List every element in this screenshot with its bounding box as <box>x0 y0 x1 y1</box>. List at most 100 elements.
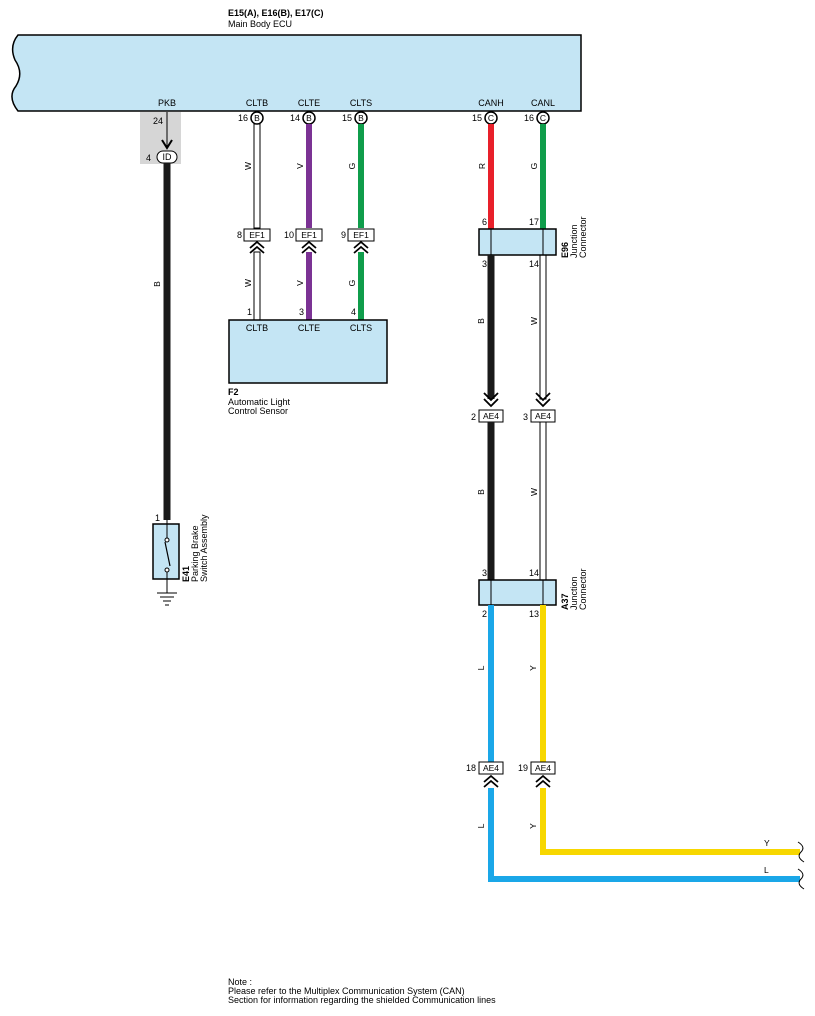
a37-pin-out-h: 2 <box>482 609 487 619</box>
pkb-ecu-pin: 24 <box>153 116 163 126</box>
connector-ef1-clts: 9 EF1 <box>341 228 375 254</box>
ecu-terminal-clts: CLTS <box>350 98 372 108</box>
wire-canl-mid-color-1: W <box>529 317 539 325</box>
connector-ef1-cltb-chevron-icon <box>249 240 265 254</box>
connector-ef1-clts-label: EF1 <box>353 230 369 240</box>
ecu-terminal-canh: CANH <box>478 98 504 108</box>
wire-canh-mid-color-2: B <box>476 489 486 495</box>
wire-clts-color-1: G <box>347 163 357 170</box>
wire-canl-out <box>540 788 800 855</box>
connector-ae4-lower-l-label: AE4 <box>535 763 551 773</box>
e96-name-2: Connector <box>578 216 588 258</box>
wire-pkb-color: B <box>152 281 162 287</box>
connector-ae4-lower-h-label: AE4 <box>483 763 499 773</box>
connector-ef1-clte-label: EF1 <box>301 230 317 240</box>
note-line-2: Section for information regarding the sh… <box>228 995 496 1005</box>
wire-cltb-color-1: W <box>243 162 253 170</box>
sensor-pin-clte: 3 <box>299 307 304 317</box>
ecu-pin-clts-letter: B <box>358 113 364 123</box>
continuation-break-icon <box>797 841 805 890</box>
ecu-codes: E15(A), E16(B), E17(C) <box>228 8 324 18</box>
connector-ae4-upper-l: 3 AE4 <box>523 409 556 423</box>
ecu-pin-clte-letter: B <box>306 113 312 123</box>
ecu-pin-clte-number: 14 <box>290 113 300 123</box>
parking-brake-switch: 1 E41 Parking Brake Switch Assembly <box>152 513 209 606</box>
ecu-terminal-canl: CANL <box>531 98 555 108</box>
wire-canl-low-color-1: Y <box>528 665 538 671</box>
a37-name-1: Junction <box>569 576 579 610</box>
junction-connector-a37: 3 14 2 13 A37 Junction Connector <box>478 568 588 619</box>
wire-canl-low-color-2: Y <box>528 823 538 829</box>
canl-down-chevron-icon <box>535 392 551 408</box>
junction-connector-e96: 6 17 3 14 E96 Junction Connector <box>478 216 588 269</box>
switch-name-1: Parking Brake <box>190 525 200 582</box>
canh-down-chevron-icon <box>483 392 499 408</box>
sensor-terminal-clts: CLTS <box>350 323 372 333</box>
e96-name-1: Junction <box>569 224 579 258</box>
a37-pin-in-h: 3 <box>482 568 487 578</box>
ecu-pin-canl-letter: C <box>540 113 546 123</box>
sensor-pin-clts: 4 <box>351 307 356 317</box>
ecu-box <box>11 34 582 112</box>
a37-name-2: Connector <box>578 568 588 610</box>
wire-clte-color-1: V <box>295 163 305 169</box>
ecu-name: Main Body ECU <box>228 19 292 29</box>
e96-pin-out-h: 3 <box>482 259 487 269</box>
connector-ae4-upper-h-pin: 2 <box>471 412 476 422</box>
e96-pin-in-l: 17 <box>529 217 539 227</box>
switch-code: E41 <box>181 566 191 582</box>
ecu-terminal-cltb: CLTB <box>246 98 268 108</box>
connector-ef1-clte-pin: 10 <box>284 230 294 240</box>
connector-ae4-lower-l-chevron-icon <box>535 774 551 788</box>
connector-ae4-upper-l-pin: 3 <box>523 412 528 422</box>
connector-ae4-lower-h-pin: 18 <box>466 763 476 773</box>
ecu-pin-cltb-letter: B <box>254 113 260 123</box>
ecu-terminal-pkb: PKB <box>158 98 176 108</box>
ecu-pin-clts: 15 B <box>342 111 368 125</box>
sensor-box <box>228 319 388 384</box>
ecu-pin-clte: 14 B <box>290 111 316 125</box>
connector-ae4-upper-h-label: AE4 <box>483 411 499 421</box>
ecu-pin-canh: 15 C <box>472 111 498 125</box>
ecu-pin-canl: 16 C <box>524 111 550 125</box>
sensor-terminal-cltb: CLTB <box>246 323 268 333</box>
wire-canh-top-color: R <box>477 163 487 169</box>
e96-pin-in-h: 6 <box>482 217 487 227</box>
wire-out-y-color: Y <box>764 838 770 848</box>
switch-contact-top <box>164 537 170 543</box>
wire-canl-top-color: G <box>529 163 539 170</box>
connector-ef1-clte-chevron-icon <box>301 240 317 254</box>
pkb-arrow-icon <box>161 139 173 150</box>
sensor-code: F2 <box>228 387 239 397</box>
ground-icon <box>157 592 177 606</box>
connector-ef1-clts-pin: 9 <box>341 230 346 240</box>
connector-ae4-lower-h-chevron-icon <box>483 774 499 788</box>
connector-ef1-clts-chevron-icon <box>353 240 369 254</box>
ecu-pin-cltb-number: 16 <box>238 113 248 123</box>
a37-pin-in-l: 14 <box>529 568 539 578</box>
switch-lever <box>164 541 171 567</box>
id-connector-pin: 4 <box>146 153 151 163</box>
connector-ae4-upper-l-label: AE4 <box>535 411 551 421</box>
sensor-name-2: Control Sensor <box>228 406 288 416</box>
connector-ae4-lower-l-pin: 19 <box>518 763 528 773</box>
ecu-pin-canh-letter: C <box>488 113 494 123</box>
switch-pin: 1 <box>155 513 160 523</box>
connector-ef1-cltb-pin: 8 <box>237 230 242 240</box>
note-line-1: Please refer to the Multiplex Communicat… <box>228 986 465 996</box>
connector-ae4-lower-h: 18 AE4 <box>466 761 504 788</box>
id-connector-label: ID <box>163 152 173 162</box>
sensor-pin-cltb: 1 <box>247 307 252 317</box>
ecu-pin-clts-number: 15 <box>342 113 352 123</box>
connector-ef1-cltb: 8 EF1 <box>237 228 271 254</box>
wire-cltb-color-2: W <box>243 279 253 287</box>
ecu-pin-cltb: 16 B <box>238 111 264 125</box>
wire-clts-color-2: G <box>347 280 357 287</box>
e96-code: E96 <box>560 242 570 258</box>
connector-ae4-lower-l: 19 AE4 <box>518 761 556 788</box>
e96-pin-out-l: 14 <box>529 259 539 269</box>
a37-pin-out-l: 13 <box>529 609 539 619</box>
ecu-terminal-clte: CLTE <box>298 98 320 108</box>
sensor-name-1: Automatic Light <box>228 397 291 407</box>
